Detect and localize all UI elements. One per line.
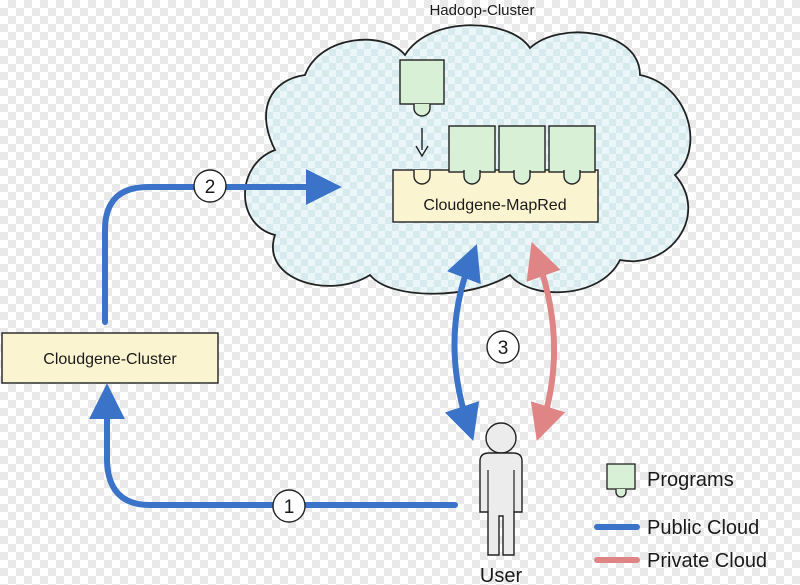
legend: Programs Public Cloud Private Cloud: [594, 463, 767, 572]
step-badge-2: [193, 169, 227, 203]
program-piece: [448, 125, 496, 173]
step-number-1: 1: [284, 497, 295, 518]
step-badge-1: [272, 489, 306, 523]
program-piece: [548, 125, 596, 173]
legend-program-icon: [606, 463, 636, 498]
step-badge-3: [486, 330, 520, 364]
mapred-label: Cloudgene-MapRed: [423, 197, 566, 214]
hadoop-cluster-title: Hadoop-Cluster: [429, 2, 534, 19]
down-arrow-icon: [415, 128, 429, 158]
step-number-2: 2: [205, 177, 216, 198]
user-icon: [479, 422, 523, 556]
legend-private-cloud-label: Private Cloud: [647, 550, 767, 572]
plugged-programs: [413, 125, 596, 185]
public-cloud-arrow-3: [444, 244, 481, 441]
cluster-label: Cloudgene-Cluster: [43, 351, 177, 368]
legend-public-cloud-label: Public Cloud: [647, 517, 759, 539]
program-piece: [498, 125, 546, 173]
public-cloud-arrow-2: [102, 169, 342, 325]
program-piece-incoming: [399, 59, 445, 117]
private-cloud-arrow-3: [526, 241, 566, 441]
public-cloud-arrow-1: [89, 383, 458, 508]
user-label: User: [480, 565, 523, 585]
legend-programs-label: Programs: [647, 469, 734, 491]
cluster-box: [1, 332, 219, 384]
step-number-3: 3: [498, 338, 509, 359]
